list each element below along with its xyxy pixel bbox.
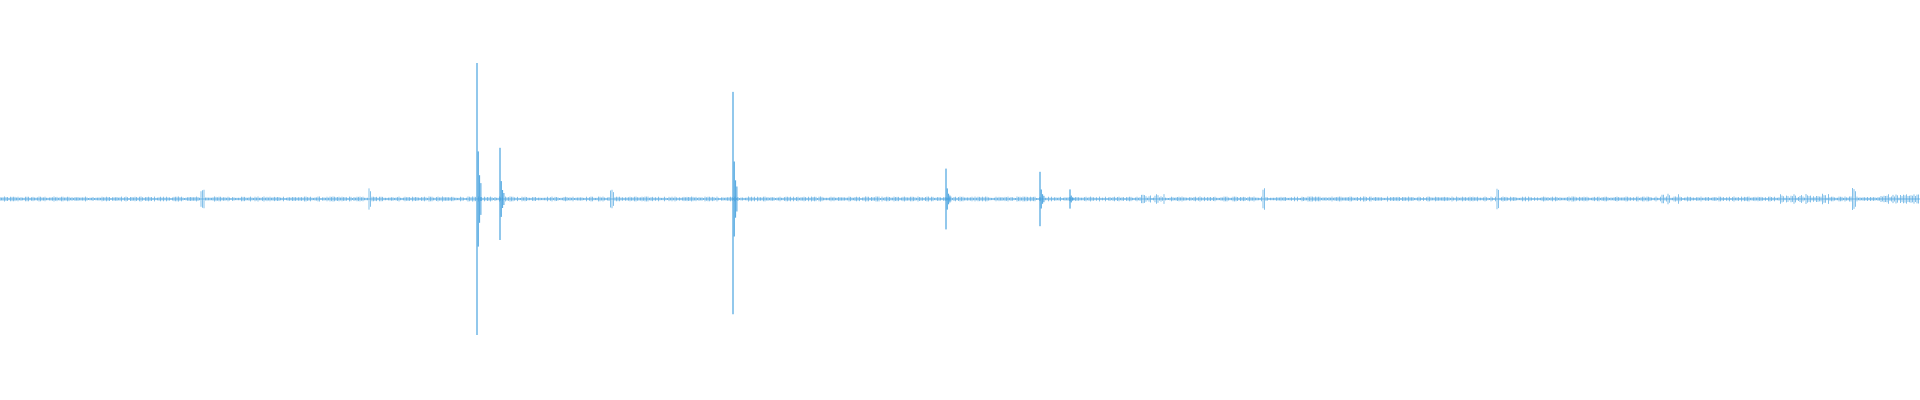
waveform-event-transient-a (476, 63, 482, 335)
waveform-events (476, 63, 1075, 335)
waveform-event-burst-d (945, 168, 951, 230)
waveform-event-cluster-e (1039, 171, 1045, 227)
waveform-noise-path (0, 188, 1919, 210)
waveform-noise (0, 188, 1919, 210)
waveform-event-spike-f (1069, 189, 1075, 209)
waveform-event-transient-c (732, 91, 738, 315)
waveform-event-transient-b (499, 147, 505, 240)
